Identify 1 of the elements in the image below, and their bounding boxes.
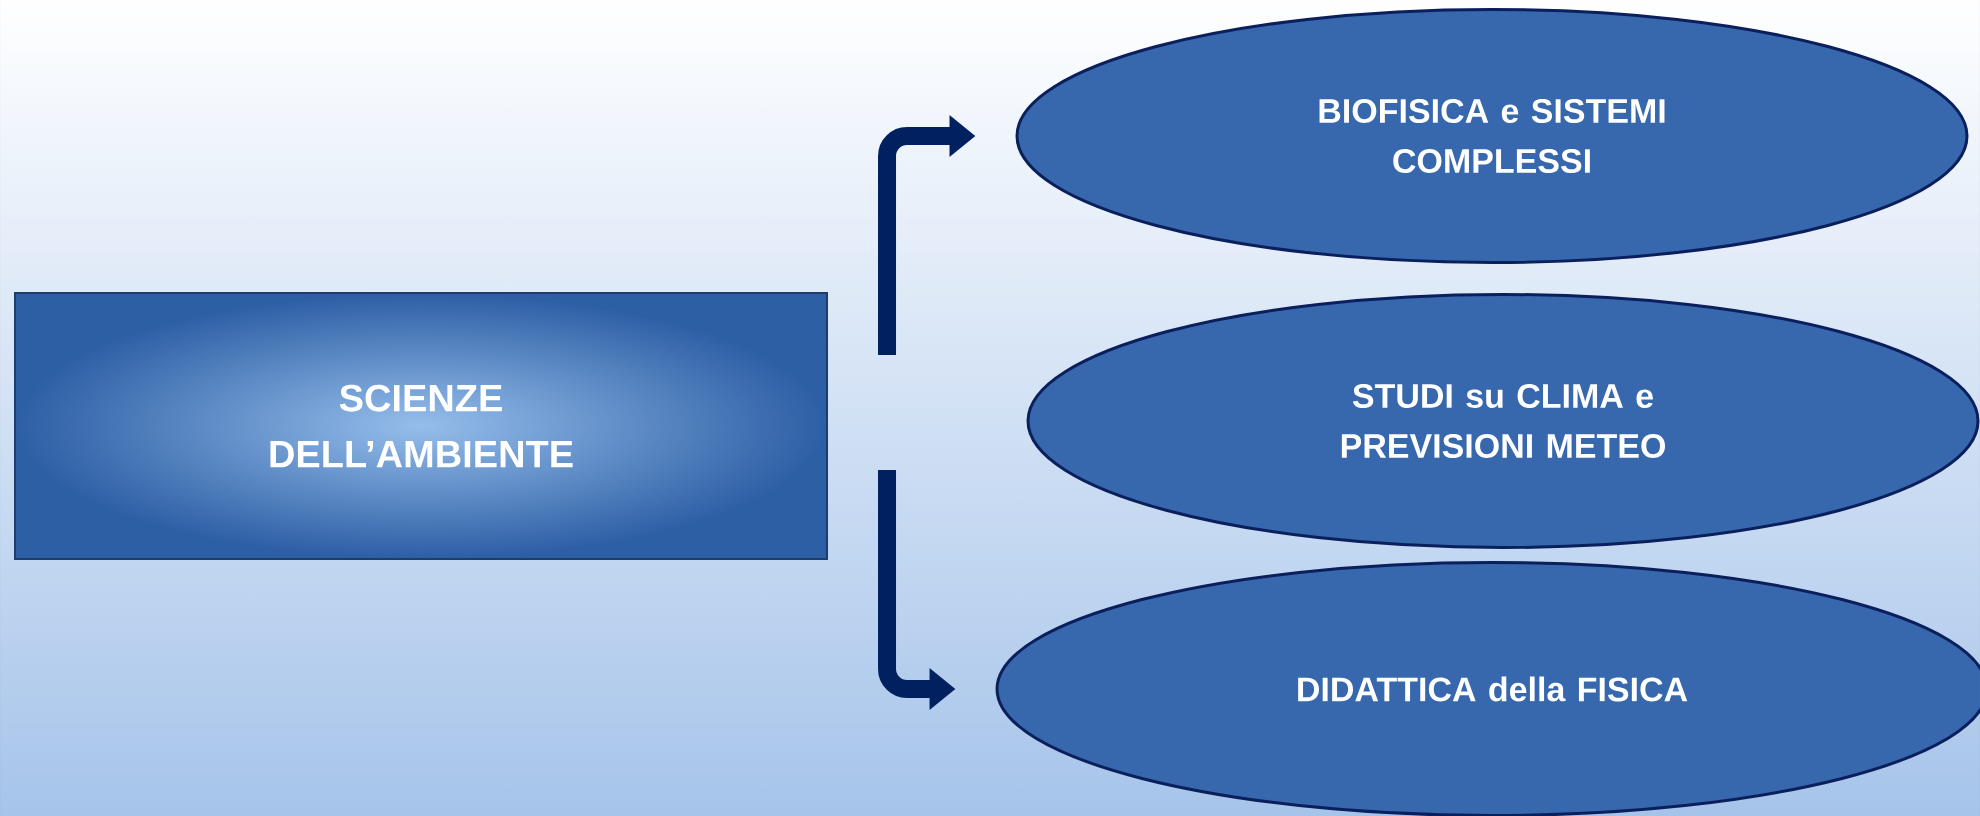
title-box: SCIENZE DELL’AMBIENTE — [14, 292, 828, 560]
